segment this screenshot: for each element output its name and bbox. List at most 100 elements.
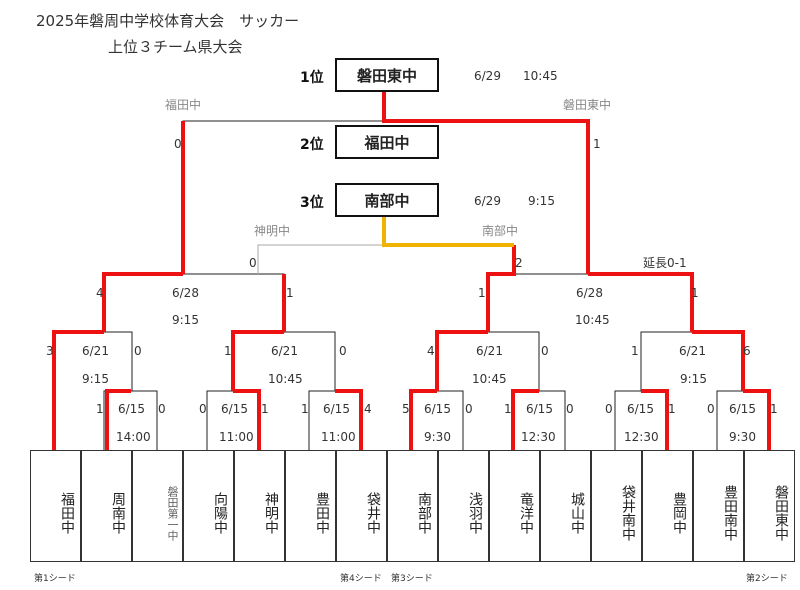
r1-4-date: 6/15 — [424, 402, 451, 416]
r1-6-right-score: 1 — [668, 402, 676, 416]
team-box: 向陽中 — [183, 450, 234, 562]
win-final — [382, 88, 590, 274]
r1-5-date: 6/15 — [526, 402, 553, 416]
win-r1-7 — [743, 389, 771, 450]
r1-3-time: 11:00 — [321, 430, 356, 444]
team-name: 磐田第一中 — [166, 485, 179, 541]
team-name: 豊田中 — [314, 492, 330, 534]
loser-semi-up-2 — [486, 245, 516, 332]
final-left-score: 0 — [174, 137, 182, 151]
seed-label: 第2シード — [746, 574, 788, 584]
team-box: 豊岡中 — [642, 450, 693, 562]
r1-2-date: 6/15 — [221, 402, 248, 416]
semi-2-date: 6/28 — [576, 286, 603, 300]
qf-1-time: 9:15 — [82, 372, 109, 386]
r1-4-right-score: 0 — [465, 402, 473, 416]
team-name: 南部中 — [416, 492, 432, 534]
team-name: 周南中 — [110, 492, 126, 534]
final-right-team-label: 磐田東中 — [563, 98, 612, 112]
r1-2-left-score: 0 — [199, 402, 207, 416]
third-left-team-label: 神明中 — [254, 224, 291, 238]
win-r1-1 — [105, 389, 131, 450]
team-name: 竜洋中 — [518, 492, 534, 534]
win-r1-6 — [641, 389, 669, 450]
win-r1-4 — [409, 389, 437, 450]
qf-4-right-score: 6 — [743, 344, 751, 358]
team-name: 浅羽中 — [467, 492, 483, 534]
seed-label: 第4シード — [340, 574, 382, 584]
team-box: 磐田東中 — [744, 450, 795, 562]
final-date: 6/29 — [474, 69, 501, 83]
r1-3-date: 6/15 — [323, 402, 350, 416]
r1-5-time: 12:30 — [521, 430, 556, 444]
r1-4-time: 9:30 — [424, 430, 451, 444]
qf-4-date: 6/21 — [679, 344, 706, 358]
seed-label: 第3シード — [391, 574, 433, 584]
third-right-score: 2 — [515, 256, 523, 270]
team-box: 福田中 — [30, 450, 81, 562]
semi-1-time: 9:15 — [172, 313, 199, 327]
team-name: 豊岡中 — [671, 492, 687, 534]
win-qf-4 — [692, 330, 745, 391]
rank-2-label: 2位 — [300, 137, 324, 153]
third-left-score: 0 — [249, 256, 257, 270]
win-third — [382, 213, 514, 247]
win-qf-2 — [231, 330, 284, 391]
win-r1-2 — [233, 389, 261, 450]
team-box: 磐田第一中 — [132, 450, 183, 562]
qf-4-time: 9:15 — [680, 372, 707, 386]
page-subtitle: 上位３チーム県大会 — [108, 38, 243, 56]
page-title: 2025年磐周中学校体育大会 サッカー — [36, 12, 300, 30]
r1-3-left-score: 1 — [301, 402, 309, 416]
win-r1-5 — [511, 389, 539, 450]
team-box: 豊田南中 — [693, 450, 744, 562]
win-semi-2 — [588, 272, 694, 332]
third-right-team-label: 南部中 — [482, 224, 519, 238]
r1-3-right-score: 4 — [364, 402, 372, 416]
r1-1-time: 14:00 — [116, 430, 151, 444]
semi-1-right-score: 1 — [286, 286, 294, 300]
rank-2-team: 福田中 — [335, 125, 439, 159]
qf-3-time: 10:45 — [472, 372, 507, 386]
team-box: 城山中 — [540, 450, 591, 562]
r1-1-right-score: 0 — [158, 402, 166, 416]
semi-1-left-score: 4 — [96, 286, 104, 300]
r1-5-left-score: 1 — [504, 402, 512, 416]
final-time: 10:45 — [523, 69, 558, 83]
rank-1-label: 1位 — [300, 70, 324, 86]
qf-3-right-score: 0 — [541, 344, 549, 358]
rank-1-team: 磐田東中 — [335, 58, 439, 92]
team-name: 城山中 — [569, 492, 585, 534]
team-name: 豊田南中 — [722, 485, 738, 541]
team-name: 袋井中 — [365, 492, 381, 534]
r1-1-left-score: 1 — [96, 402, 104, 416]
final-left-team-label: 福田中 — [165, 98, 202, 112]
r1-2-right-score: 1 — [261, 402, 269, 416]
r1-5-right-score: 0 — [566, 402, 574, 416]
team-box: 袋井中 — [336, 450, 387, 562]
win-qf-1 — [52, 330, 104, 450]
qf-2-right-score: 0 — [339, 344, 347, 358]
r1-7-left-score: 0 — [707, 402, 715, 416]
team-box: 神明中 — [234, 450, 285, 562]
third-place-date: 6/29 — [474, 194, 501, 208]
qf-1-right-score: 0 — [134, 344, 142, 358]
team-box: 袋井南中 — [591, 450, 642, 562]
r1-6-time: 12:30 — [624, 430, 659, 444]
r1-7-time: 9:30 — [729, 430, 756, 444]
team-name: 磐田東中 — [773, 485, 789, 541]
team-box: 豊田中 — [285, 450, 336, 562]
team-name: 向陽中 — [212, 492, 228, 534]
team-box: 竜洋中 — [489, 450, 540, 562]
r1-4-left-score: 5 — [402, 402, 410, 416]
r1-6-left-score: 0 — [605, 402, 613, 416]
qf-2-time: 10:45 — [268, 372, 303, 386]
r1-6-date: 6/15 — [627, 402, 654, 416]
semi-2-time: 10:45 — [575, 313, 610, 327]
qf-1-date: 6/21 — [82, 344, 109, 358]
extra-time-note: 延長0-1 — [643, 256, 687, 270]
team-name: 神明中 — [263, 492, 279, 534]
semi-2-left-score: 1 — [478, 286, 486, 300]
